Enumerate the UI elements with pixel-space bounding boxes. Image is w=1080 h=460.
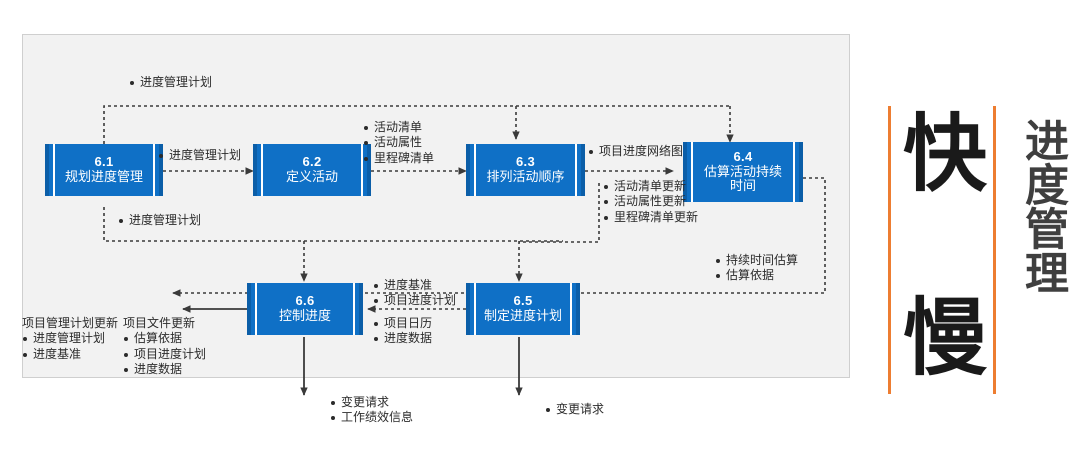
label-64-to-65: 持续时间估算 估算依据	[715, 253, 798, 284]
process-name: 制定进度计划	[483, 308, 562, 323]
process-box-6-3[interactable]: 6.3 排列活动顺序	[466, 144, 585, 196]
label-item: 进度数据	[123, 362, 206, 377]
label-item: 项目进度计划	[123, 347, 206, 362]
label-item: 估算依据	[715, 268, 798, 283]
label-header: 项目文件更新	[123, 316, 196, 330]
label-item: 里程碑清单	[363, 151, 434, 166]
label-item: 活动属性更新	[603, 194, 698, 209]
process-number: 6.2	[302, 154, 322, 170]
label-item: 持续时间估算	[715, 253, 798, 268]
process-box-inner: 6.3 排列活动顺序	[474, 144, 577, 196]
label-item: 项目日历	[373, 316, 432, 331]
label-item: 进度管理计划	[158, 148, 241, 163]
label-65-output: 变更请求	[545, 402, 604, 417]
label-item: 进度基准	[22, 347, 118, 362]
process-number: 6.5	[513, 293, 533, 309]
process-number: 6.3	[516, 154, 535, 170]
process-box-inner: 6.1 规划进度管理	[53, 144, 155, 196]
label-item: 变更请求	[330, 395, 413, 410]
label-65-to-66-upper: 进度基准 项目进度计划	[373, 278, 456, 309]
process-number: 6.6	[295, 293, 315, 309]
label-item: 进度管理计划	[118, 213, 201, 228]
label-item: 项目进度网络图	[588, 144, 683, 159]
flowchart-panel: 6.1 规划进度管理 6.2 定义活动 6.3 排列活动顺序 6.4 估算活动持…	[22, 34, 850, 396]
vertical-title: 进度管理	[1017, 118, 1068, 294]
label-top-plan: 进度管理计划	[129, 75, 212, 90]
process-box-6-5[interactable]: 6.5 制定进度计划	[466, 283, 580, 335]
label-item: 活动清单更新	[603, 179, 698, 194]
process-box-inner: 6.6 控制进度	[255, 283, 355, 335]
process-name: 排列活动顺序	[486, 169, 565, 184]
label-62-to-63: 活动清单 活动属性 里程碑清单	[363, 120, 434, 166]
label-65-to-66-lower: 项目日历 进度数据	[373, 316, 432, 347]
label-item: 估算依据	[123, 331, 206, 346]
label-66-output: 变更请求 工作绩效信息	[330, 395, 413, 426]
process-box-6-4[interactable]: 6.4 估算活动持续 时间	[683, 142, 803, 202]
label-item: 活动属性	[363, 135, 434, 150]
label-item: 工作绩效信息	[330, 410, 413, 425]
label-item: 进度管理计划	[129, 75, 212, 90]
label-63-to-64: 项目进度网络图	[588, 144, 683, 159]
label-item: 变更请求	[545, 402, 604, 417]
label-61-down-plan: 进度管理计划	[118, 213, 201, 228]
process-box-inner: 6.4 估算活动持续 时间	[691, 142, 795, 202]
process-box-inner: 6.2 定义活动	[261, 144, 363, 196]
label-61-to-62: 进度管理计划	[158, 148, 241, 163]
label-doc-update: 项目文件更新 估算依据 项目进度计划 进度数据	[123, 316, 206, 377]
process-box-6-6[interactable]: 6.6 控制进度	[247, 283, 363, 335]
accent-bar-left	[888, 106, 891, 394]
process-box-6-1[interactable]: 6.1 规划进度管理	[45, 144, 163, 196]
process-name: 定义活动	[285, 169, 338, 184]
label-item: 活动清单	[363, 120, 434, 135]
process-number: 6.1	[94, 154, 114, 170]
label-item: 进度管理计划	[22, 331, 118, 346]
label-item: 进度基准	[373, 278, 456, 293]
label-item: 进度数据	[373, 331, 432, 346]
label-63-updates: 活动清单更新 活动属性更新 里程碑清单更新	[603, 179, 698, 225]
label-header: 项目管理计划更新	[22, 316, 119, 330]
process-name: 规划进度管理	[64, 169, 143, 184]
label-pm-plan-update: 项目管理计划更新 进度管理计划 进度基准	[22, 316, 118, 362]
process-name: 控制进度	[278, 308, 331, 323]
accent-bar-right	[993, 106, 996, 394]
decor-char-fast: 快	[903, 105, 988, 203]
process-number: 6.4	[733, 149, 753, 165]
process-box-inner: 6.5 制定进度计划	[474, 283, 572, 335]
process-name: 估算活动持续 时间	[703, 163, 782, 194]
process-box-6-2[interactable]: 6.2 定义活动	[253, 144, 371, 196]
decor-char-slow: 慢	[903, 289, 988, 387]
label-item: 项目进度计划	[373, 293, 456, 308]
label-item: 里程碑清单更新	[603, 210, 698, 225]
